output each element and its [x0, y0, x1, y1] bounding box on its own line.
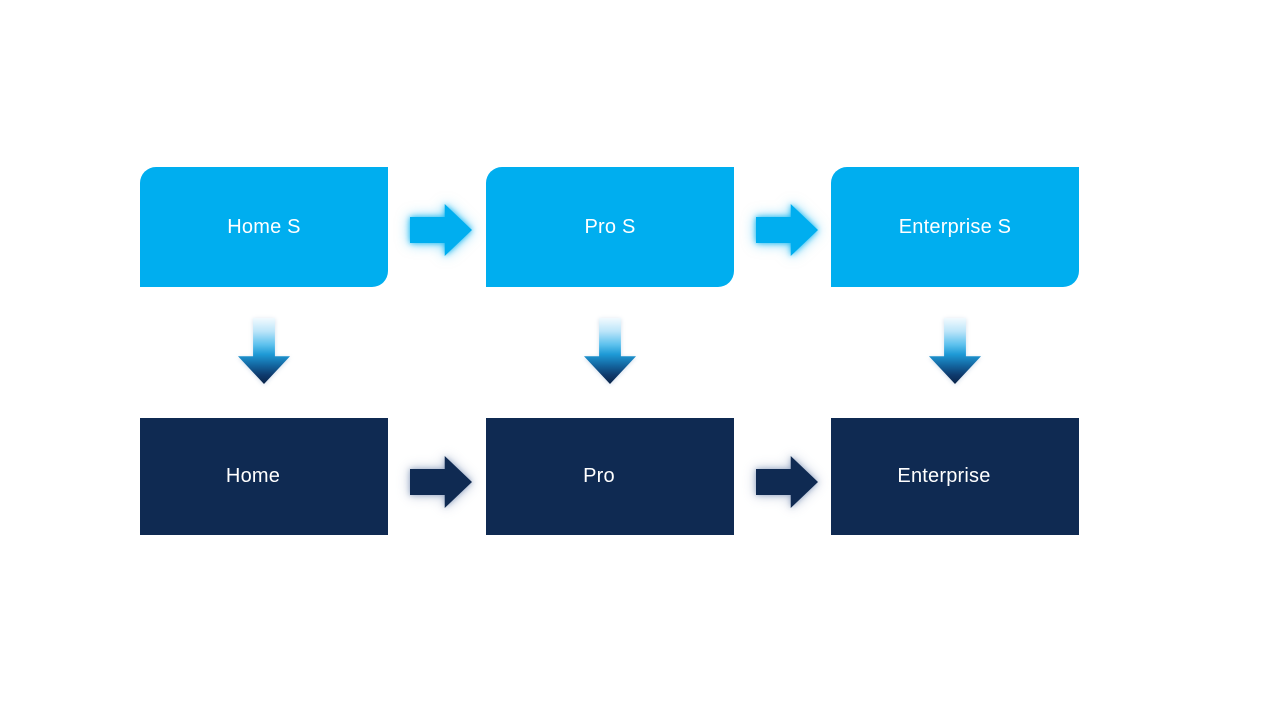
- node-enterprise: Enterprise: [831, 418, 1079, 535]
- right-arrow-icon: [756, 456, 818, 508]
- node-home-s-label: Home S: [227, 215, 301, 238]
- node-home-label: Home: [225, 465, 281, 487]
- connector-enterprise-s-to-enterprise: [929, 318, 981, 384]
- node-pro-label: Pro: [583, 465, 615, 487]
- right-arrow-icon: [410, 456, 472, 508]
- node-home-s: Home S: [140, 167, 388, 287]
- connector-home-to-pro: [410, 456, 472, 508]
- connector-pro-s-to-pro: [584, 318, 636, 384]
- connector-home-s-to-home: [238, 318, 290, 384]
- node-enterprise-s-label: Enterprise S: [898, 215, 1012, 238]
- down-arrow-icon: [929, 318, 981, 384]
- node-pro-s-label: Pro S: [584, 215, 636, 238]
- connector-pro-to-enterprise: [756, 456, 818, 508]
- down-arrow-icon: [584, 318, 636, 384]
- down-arrow-icon: [238, 318, 290, 384]
- connector-home-s-to-pro-s: [410, 204, 472, 256]
- right-arrow-icon: [756, 204, 818, 256]
- node-enterprise-s: Enterprise S: [831, 167, 1079, 287]
- connector-pro-s-to-enterprise-s: [756, 204, 818, 256]
- node-pro: Pro: [486, 418, 734, 535]
- node-home: Home: [140, 418, 388, 535]
- node-enterprise-label: Enterprise: [897, 465, 991, 487]
- right-arrow-icon: [410, 204, 472, 256]
- node-pro-s: Pro S: [486, 167, 734, 287]
